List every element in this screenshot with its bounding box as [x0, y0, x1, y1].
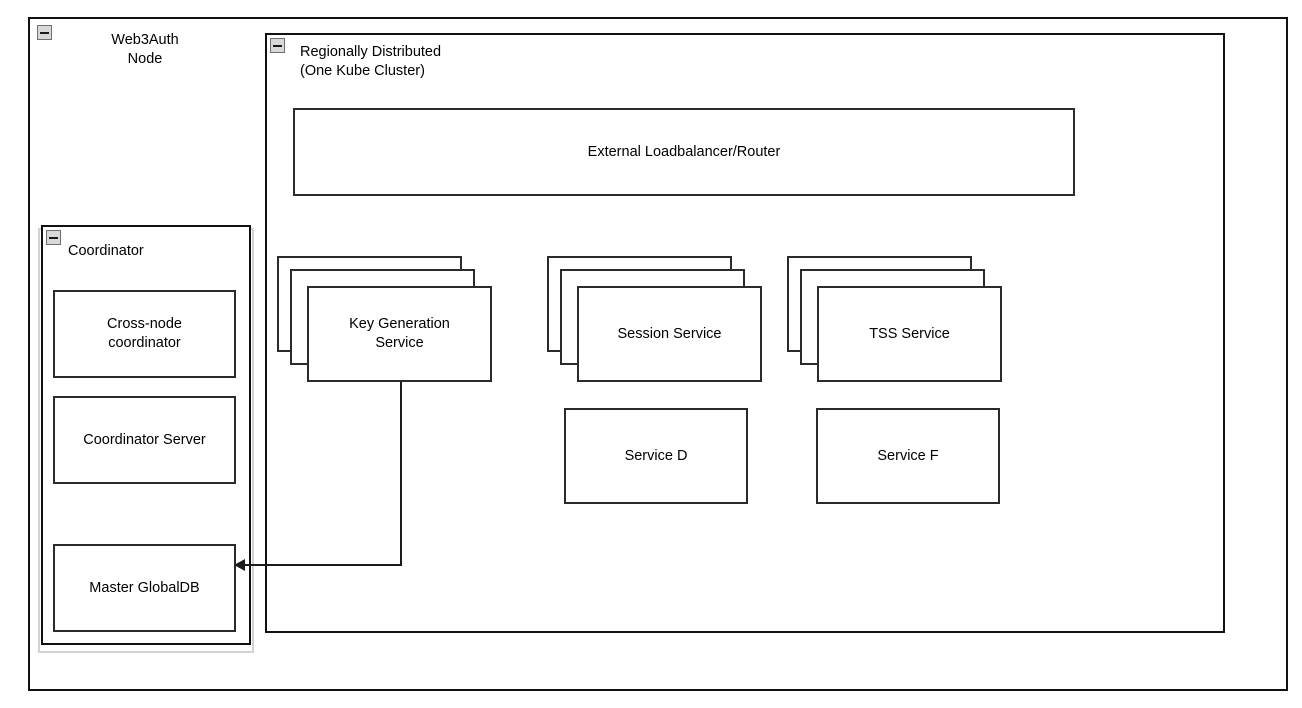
external-loadbalancer-router-box[interactable]: External Loadbalancer/Router [293, 108, 1075, 196]
session-service-stack[interactable]: Session Service [547, 256, 762, 382]
session-service-label: Session Service [617, 325, 722, 342]
collapse-minus-icon-coordinator[interactable] [46, 230, 61, 245]
key-generation-service-label: Key Generation Service [349, 316, 450, 351]
coordinator-server-box[interactable]: Coordinator Server [53, 396, 236, 484]
connector-vertical-segment [400, 382, 402, 566]
service-d-box[interactable]: Service D [564, 408, 748, 504]
regional-cluster-label: Regionally Distributed (One Kube Cluster… [300, 44, 442, 79]
web3auth-node-label: Web3Auth Node [111, 32, 179, 67]
coordinator-label: Coordinator [68, 243, 144, 259]
master-globaldb-label: Master GlobalDB [89, 579, 200, 596]
tss-service-label: TSS Service [869, 325, 950, 342]
service-f-label: Service F [877, 447, 939, 464]
session-service-replica-front[interactable]: Session Service [577, 286, 762, 382]
key-generation-service-stack[interactable]: Key Generation Service [277, 256, 492, 382]
service-f-box[interactable]: Service F [816, 408, 1000, 504]
arrow-left-icon-to-master-globaldb [234, 559, 245, 571]
coordinator-server-label: Coordinator Server [83, 431, 206, 448]
external-loadbalancer-router-label: External Loadbalancer/Router [587, 143, 781, 160]
key-generation-service-replica-front[interactable]: Key Generation Service [307, 286, 492, 382]
tss-service-stack[interactable]: TSS Service [787, 256, 1002, 382]
connector-horizontal-segment [245, 564, 402, 566]
service-d-label: Service D [624, 447, 688, 464]
cross-node-coordinator-box[interactable]: Cross-node coordinator [53, 290, 236, 378]
collapse-minus-icon-web3auth-node[interactable] [37, 25, 52, 40]
collapse-minus-icon-regional-cluster[interactable] [270, 38, 285, 53]
cross-node-coordinator-label: Cross-node coordinator [107, 316, 182, 351]
master-globaldb-box[interactable]: Master GlobalDB [53, 544, 236, 632]
tss-service-replica-front[interactable]: TSS Service [817, 286, 1002, 382]
